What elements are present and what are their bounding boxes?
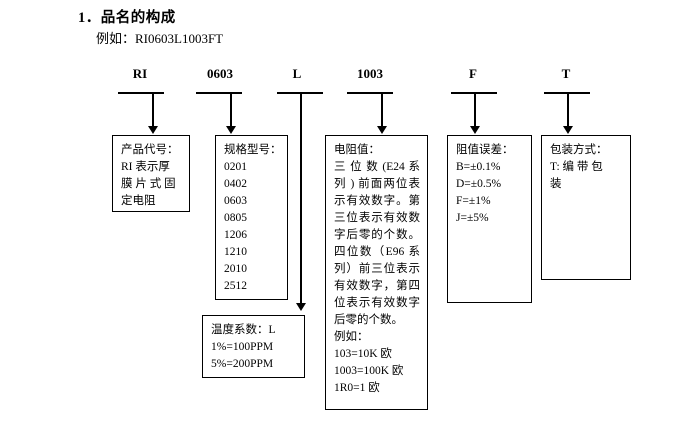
box-resistance-line-5: 字后零的个数。	[334, 229, 420, 241]
box-packaging-title: 包装方式：	[550, 144, 608, 156]
connector-line-resistance	[381, 92, 383, 127]
code-label-tempco: L	[292, 66, 302, 81]
connector-arrow-resistance	[377, 126, 387, 134]
connector-line-tolerance	[474, 92, 476, 127]
code-label-tolerance: F	[469, 66, 477, 81]
code-label-product: RI	[132, 66, 148, 81]
box-product-code-line-2: 膜 片 式 固	[121, 178, 176, 190]
box-resistance-line-7: 列）前三位表示	[334, 263, 420, 275]
connector-bar-size	[196, 92, 242, 94]
box-product-code-line-1: RI 表示厚	[121, 161, 170, 173]
box-resistance-line-14: 1R0=1 欧	[334, 382, 380, 394]
box-resistance-line-8: 有效数字，第四	[334, 280, 420, 292]
connector-arrow-size	[226, 126, 236, 134]
box-size-line-8: 2512	[224, 280, 247, 292]
connector-line-size	[230, 92, 232, 127]
box-resistance-value-content: 电阻值： 三 位 数 (E24 系 列 ) 前面两位表 示有效数字。第 三位表示…	[326, 136, 427, 401]
connector-arrow-tempco	[296, 303, 306, 311]
box-resistance-line-1: 三 位 数 (E24 系	[334, 161, 420, 173]
box-size-line-4: 0805	[224, 212, 247, 224]
box-tempco-line-1: 1%=100PPM	[211, 341, 274, 353]
box-product-code: 产品代号： RI 表示厚 膜 片 式 固 定电阻	[112, 135, 190, 212]
box-resistance-line-2: 列 ) 前面两位表	[334, 178, 420, 190]
box-size-line-2: 0402	[224, 178, 247, 190]
box-product-code-line-3: 定电阻	[121, 195, 156, 207]
box-tolerance: 阻值误差： B=±0.1% D=±0.5% F=±1% J=±5%	[447, 135, 532, 303]
connector-line-packaging	[567, 92, 569, 127]
box-tempco-title: 温度系数：L	[211, 324, 276, 336]
code-label-size: 0603	[207, 66, 233, 81]
connector-bar-resistance	[347, 92, 393, 94]
connector-arrow-product	[148, 126, 158, 134]
box-tolerance-line-4: J=±5%	[456, 212, 489, 224]
box-packaging-line-2: 装	[550, 178, 562, 190]
connector-bar-product	[118, 92, 164, 94]
connector-arrow-packaging	[563, 126, 573, 134]
box-tolerance-title: 阻值误差：	[456, 144, 514, 156]
box-resistance-line-9: 位表示有效数字	[334, 297, 420, 309]
box-resistance-line-4: 三位表示有效数	[334, 212, 420, 224]
page-title: 1．品名的构成	[78, 10, 176, 26]
box-packaging: 包装方式： T: 编 带 包 装	[541, 135, 631, 280]
connector-line-tempco	[300, 92, 302, 304]
box-resistance-line-6: 四位数（E96 系	[334, 246, 420, 258]
box-size-line-6: 1210	[224, 246, 247, 258]
box-size-title: 规格型号：	[224, 144, 282, 156]
box-temperature-coefficient-content: 温度系数：L 1%=100PPM 5%=200PPM	[203, 316, 304, 377]
box-resistance-line-3: 示有效数字。第	[334, 195, 420, 207]
box-size-line-3: 0603	[224, 195, 247, 207]
box-size-content: 规格型号： 0201 0402 0603 0805 1206 1210 2010…	[216, 136, 287, 299]
example-part-number: 例如：RI0603L1003FT	[96, 31, 224, 46]
box-tolerance-line-1: B=±0.1%	[456, 161, 501, 173]
box-product-code-title: 产品代号：	[121, 144, 179, 156]
box-size: 规格型号： 0201 0402 0603 0805 1206 1210 2010…	[215, 135, 288, 300]
box-resistance-line-10: 后零的个数。	[334, 314, 403, 326]
box-tolerance-content: 阻值误差： B=±0.1% D=±0.5% F=±1% J=±5%	[448, 136, 531, 231]
box-product-code-content: 产品代号： RI 表示厚 膜 片 式 固 定电阻	[113, 136, 189, 214]
box-packaging-line-1: T: 编 带 包	[550, 161, 603, 173]
box-tolerance-line-2: D=±0.5%	[456, 178, 502, 190]
connector-line-product	[152, 92, 154, 127]
connector-arrow-tolerance	[470, 126, 480, 134]
code-label-resistance: 1003	[357, 66, 383, 81]
box-size-line-7: 2010	[224, 263, 247, 275]
box-tolerance-line-3: F=±1%	[456, 195, 491, 207]
box-tempco-line-2: 5%=200PPM	[211, 358, 274, 370]
box-packaging-content: 包装方式： T: 编 带 包 装	[542, 136, 630, 197]
code-label-packaging: T	[561, 66, 571, 81]
box-size-line-5: 1206	[224, 229, 247, 241]
box-resistance-title: 电阻值：	[334, 144, 380, 156]
box-size-line-1: 0201	[224, 161, 247, 173]
box-resistance-value: 电阻值： 三 位 数 (E24 系 列 ) 前面两位表 示有效数字。第 三位表示…	[325, 135, 428, 410]
box-temperature-coefficient: 温度系数：L 1%=100PPM 5%=200PPM	[202, 315, 305, 378]
box-resistance-line-12: 103=10K 欧	[334, 348, 392, 360]
box-resistance-line-13: 1003=100K 欧	[334, 365, 404, 377]
box-resistance-line-11: 例如：	[334, 331, 369, 343]
